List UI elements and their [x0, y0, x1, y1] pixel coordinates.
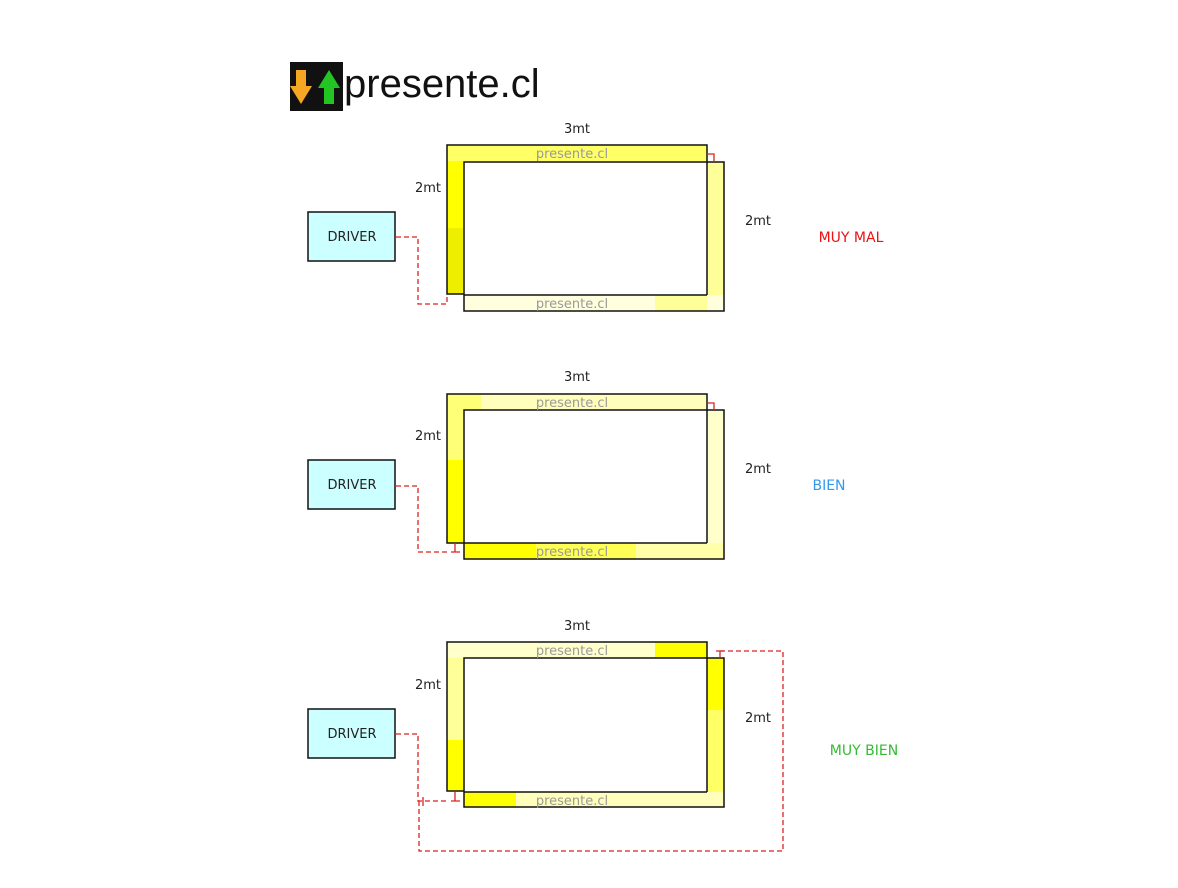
driver-box [307, 459, 396, 510]
width-label: 3mt [564, 619, 590, 634]
right-height-label: 2mt [745, 711, 771, 726]
top-strip [447, 145, 707, 161]
logo: presente.cl [290, 62, 540, 111]
driver-box [307, 211, 396, 262]
driver-box [307, 708, 396, 759]
driver-wire [396, 236, 448, 305]
top-strip-accent [447, 394, 481, 410]
height-label: 2mt [415, 678, 441, 693]
loop-connector [716, 650, 724, 658]
connector-wire [451, 543, 460, 553]
driver-wire [396, 733, 447, 802]
down-arrow-icon [290, 70, 312, 104]
down-arrow-shaft [296, 70, 306, 88]
up-arrow-shaft [324, 86, 334, 104]
panel-muy-mal: presente.cl presente.cl 3mt 2mt 2mt DRIV… [307, 122, 884, 312]
bottom-strip-accent [464, 792, 516, 807]
right-strip [707, 410, 724, 559]
verdict-label: MUY BIEN [830, 743, 898, 759]
driver-label: DRIVER [327, 478, 376, 493]
right-height-label: 2mt [745, 462, 771, 477]
width-label: 3mt [564, 370, 590, 385]
height-label: 2mt [415, 429, 441, 444]
link-wire [707, 402, 715, 410]
right-height-label: 2mt [745, 214, 771, 229]
top-strip-accent [655, 642, 707, 658]
front-frame [463, 409, 725, 560]
watermark-bottom: presente.cl [536, 794, 608, 809]
bottom-strip-accent [464, 543, 536, 559]
verdict-label: BIEN [812, 478, 845, 494]
width-label: 3mt [564, 122, 590, 137]
panel-muy-bien: presente.cl presente.cl 3mt 2mt 2mt DRIV… [307, 619, 898, 852]
height-label: 2mt [415, 181, 441, 196]
loop-wire [418, 650, 784, 852]
top-strip [447, 642, 707, 658]
up-arrow-head [318, 70, 340, 88]
driver-label: DRIVER [327, 727, 376, 742]
watermark-top: presente.cl [536, 396, 608, 411]
driver-wire [396, 485, 447, 553]
driver-label: DRIVER [327, 230, 376, 245]
screen-area [464, 162, 707, 295]
bottom-strip-mid [536, 543, 636, 559]
connector-wire [451, 792, 460, 802]
logo-text: presente.cl [344, 62, 540, 106]
front-frame [463, 657, 725, 808]
watermark-top: presente.cl [536, 147, 608, 162]
link-wire [707, 153, 715, 161]
verdict-label: MUY MAL [819, 230, 884, 246]
down-arrow-head [290, 86, 312, 104]
bottom-strip [464, 792, 724, 807]
top-strip [447, 394, 707, 410]
screen-area [464, 658, 707, 792]
bottom-strip-accent [655, 295, 707, 311]
left-strip-shade [447, 228, 463, 294]
panel-bien: presente.cl presente.cl 3mt 2mt 2mt DRIV… [307, 370, 846, 560]
screen-area [464, 410, 707, 543]
watermark-top: presente.cl [536, 644, 608, 659]
up-arrow-icon [318, 70, 340, 104]
left-strip-shade [447, 460, 463, 543]
watermark-bottom: presente.cl [536, 297, 608, 312]
front-frame [463, 161, 725, 312]
right-strip-accent [707, 658, 724, 710]
left-strip-shade [447, 740, 463, 791]
right-strip [707, 162, 724, 311]
watermark-bottom: presente.cl [536, 545, 608, 560]
